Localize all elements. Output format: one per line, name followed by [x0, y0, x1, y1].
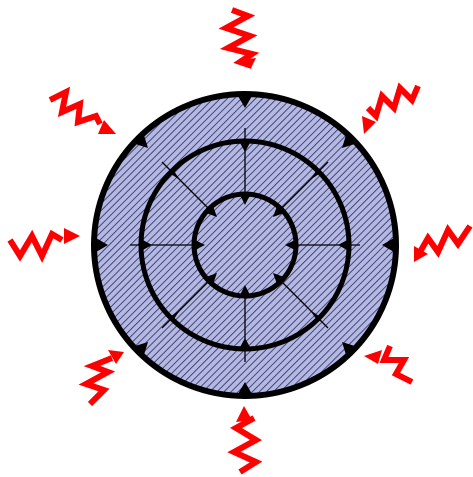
wavy-arrow-s-icon: [234, 406, 256, 472]
wavy-arrow-se-icon: [364, 346, 412, 382]
wavy-arrow-nw-icon: [50, 92, 116, 134]
wavy-arrow-e-icon: [414, 226, 470, 262]
wavy-arrow-ne-icon: [362, 86, 418, 134]
wavy-arrow-sw-icon: [86, 350, 124, 404]
wavy-arrow-w-icon: [10, 228, 80, 256]
wavy-arrow-n-icon: [226, 10, 256, 66]
